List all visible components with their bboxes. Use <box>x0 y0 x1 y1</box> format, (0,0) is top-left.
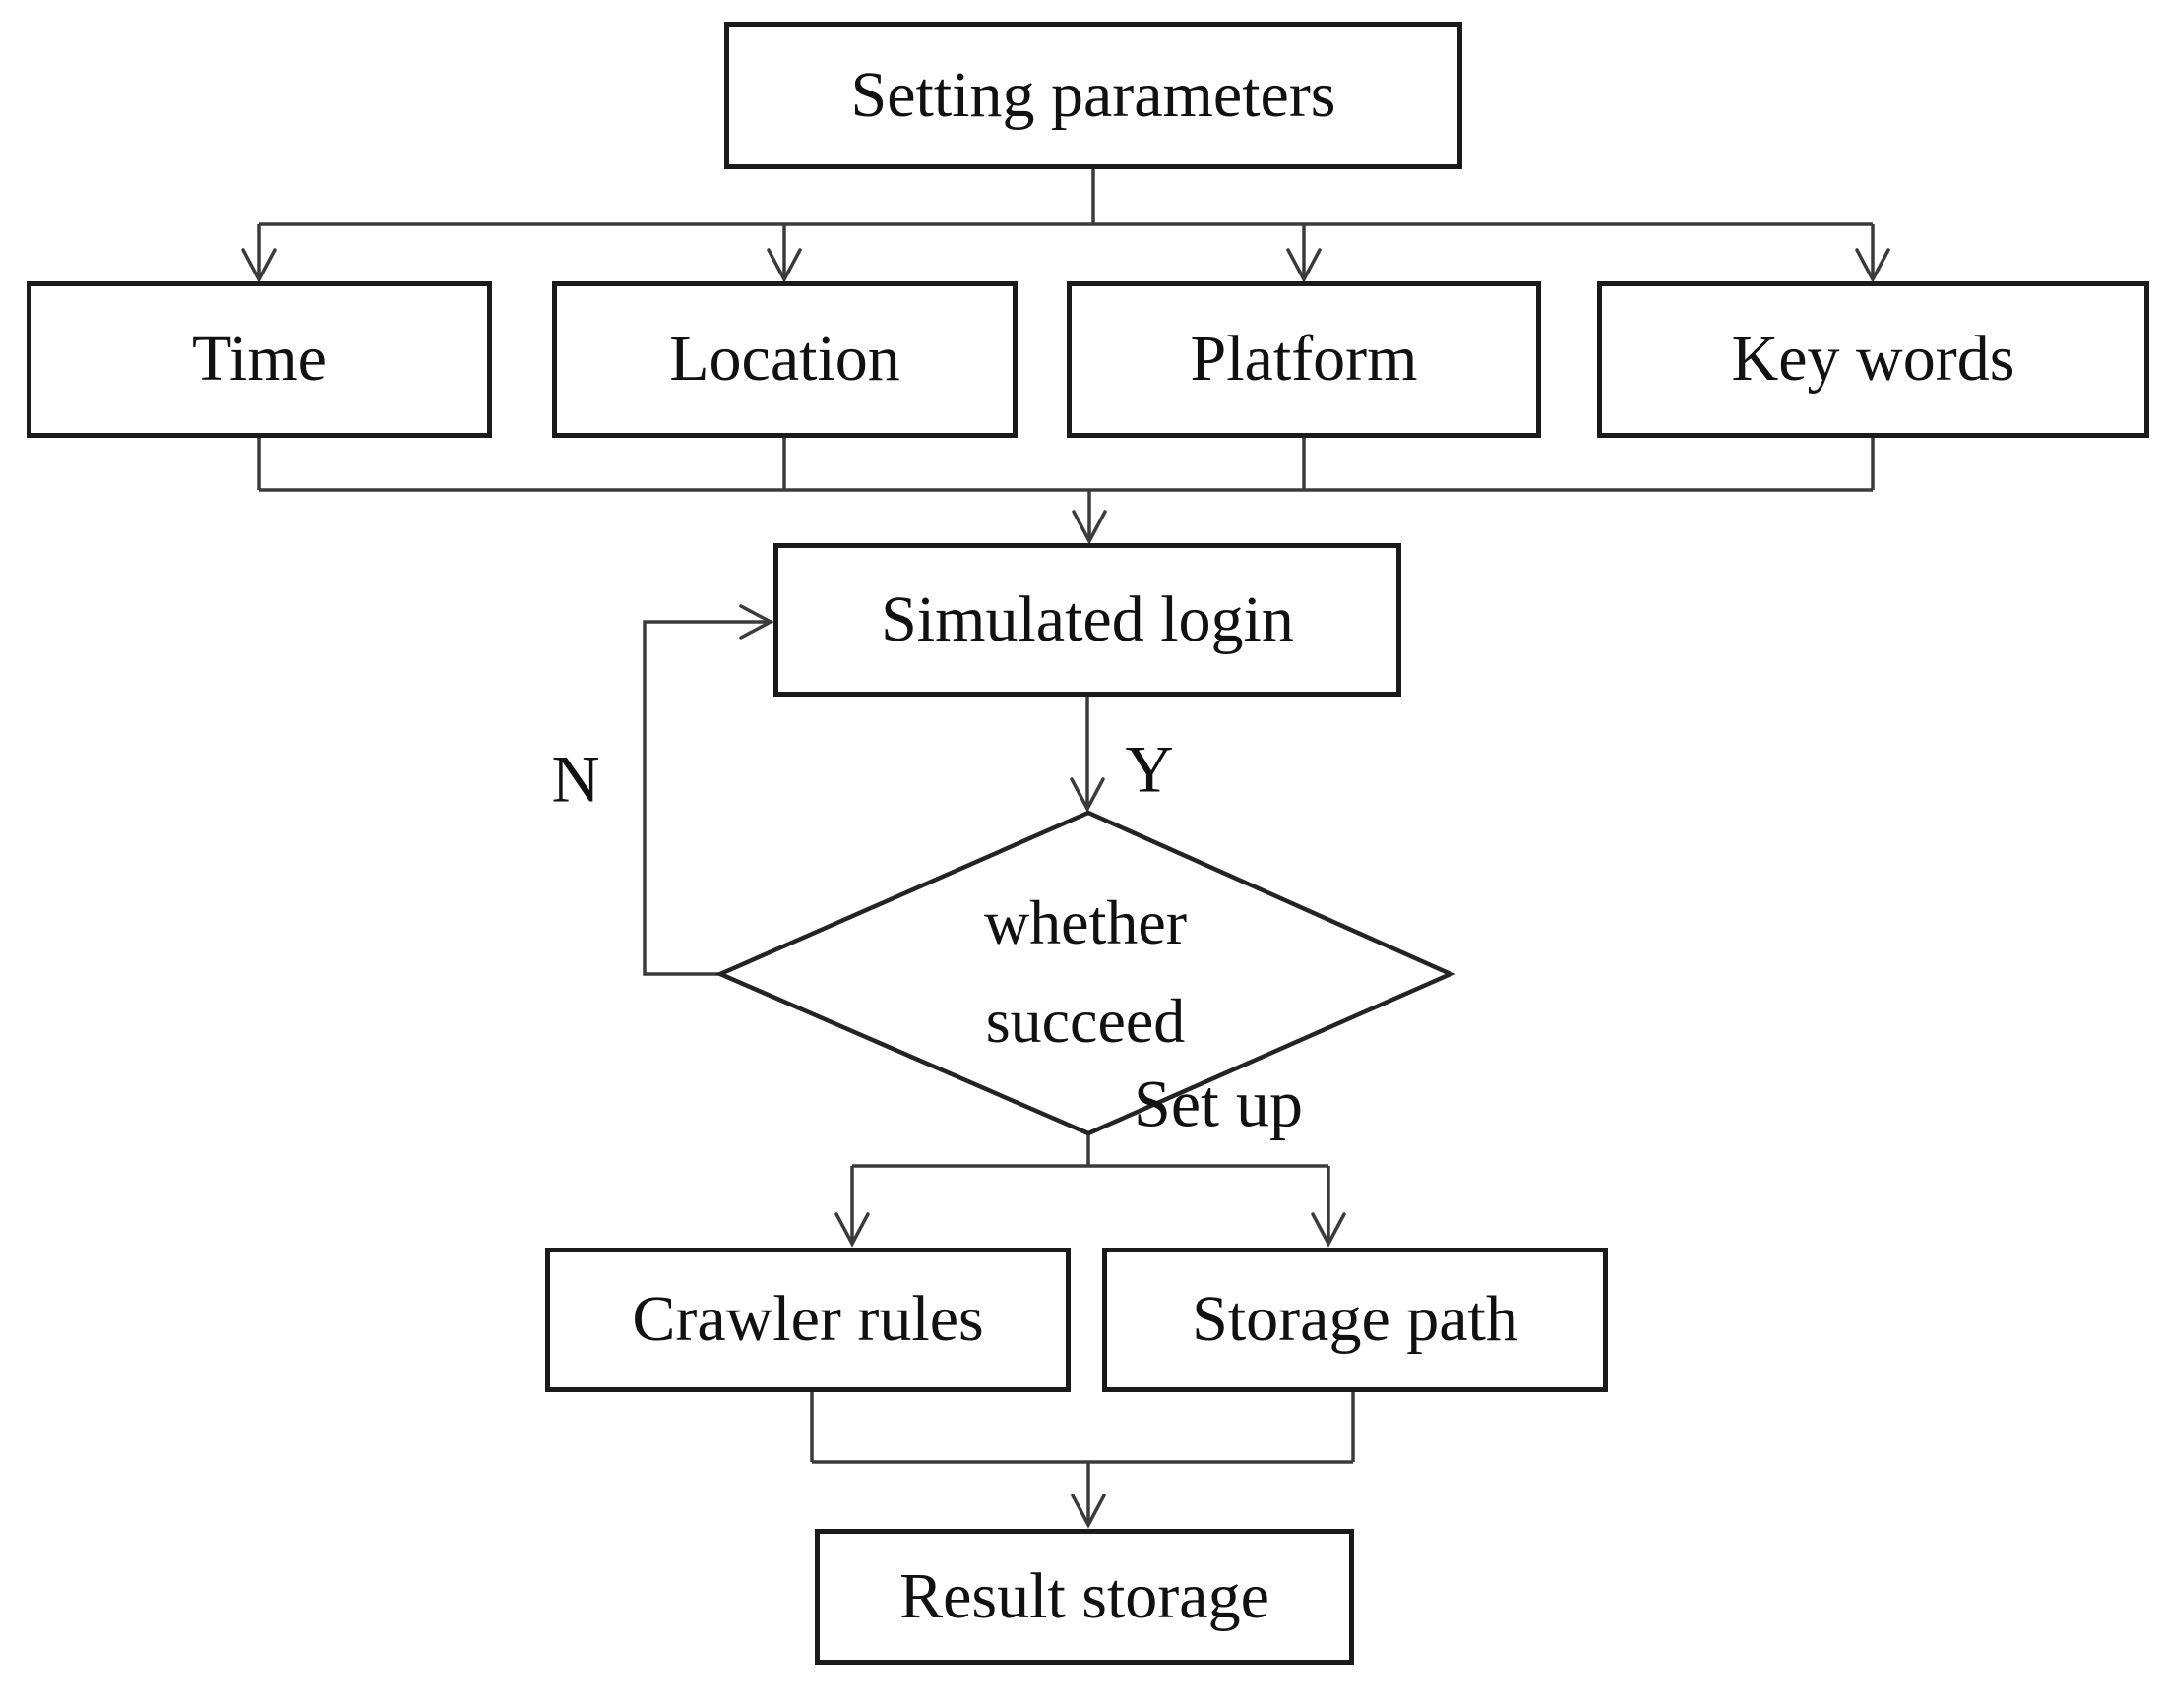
node-crawler-rules-label: Crawler rules <box>632 1283 984 1356</box>
arrow-into-crawler-rules <box>834 1212 870 1248</box>
node-simulated-login: Simulated login <box>773 543 1401 697</box>
arrow-into-keywords <box>1855 248 1890 283</box>
arrow-into-simulated-login <box>1072 510 1107 545</box>
arrow-into-platform <box>1286 248 1322 283</box>
node-simulated-login-label: Simulated login <box>881 582 1294 655</box>
edge-decision-to-setup-branch <box>850 1133 1330 1242</box>
decision-diamond <box>714 810 1456 1136</box>
node-time: Time <box>27 281 492 438</box>
decision-line2: succeed <box>985 986 1186 1056</box>
node-platform-label: Platform <box>1190 323 1418 396</box>
arrow-into-decision <box>1070 777 1105 813</box>
arrow-into-storage-path <box>1311 1212 1346 1248</box>
edge-branch-to-params <box>257 224 1875 277</box>
node-platform: Platform <box>1067 281 1541 438</box>
node-storage-path: Storage path <box>1102 1248 1608 1392</box>
arrow-loop-into-login <box>739 604 774 640</box>
node-decision-label: whether succeed <box>984 874 1187 1070</box>
arrow-into-result-storage <box>1071 1494 1106 1529</box>
node-setting-parameters: Setting parameters <box>724 22 1462 169</box>
edge-label-yes: Y <box>1125 731 1174 807</box>
edge-merge-to-result <box>810 1392 1355 1523</box>
node-result-storage-label: Result storage <box>899 1559 1269 1632</box>
arrow-into-location <box>767 248 802 283</box>
node-storage-path-label: Storage path <box>1192 1283 1518 1356</box>
node-time-label: Time <box>192 323 327 396</box>
node-location: Location <box>552 281 1018 438</box>
edge-settings-to-branch <box>259 169 1873 226</box>
node-key-words-label: Key words <box>1731 323 2015 396</box>
node-key-words: Key words <box>1597 281 2149 438</box>
node-setting-parameters-label: Setting parameters <box>850 58 1336 131</box>
node-result-storage: Result storage <box>815 1529 1354 1665</box>
edge-label-no: N <box>551 741 600 817</box>
node-crawler-rules: Crawler rules <box>545 1248 1071 1392</box>
edge-label-set-up: Set up <box>1134 1066 1303 1141</box>
edge-params-merge <box>257 438 1875 539</box>
arrow-into-time <box>241 248 277 283</box>
decision-line1: whether <box>983 887 1188 957</box>
node-location-label: Location <box>669 323 900 396</box>
edge-no-loop <box>643 620 767 976</box>
